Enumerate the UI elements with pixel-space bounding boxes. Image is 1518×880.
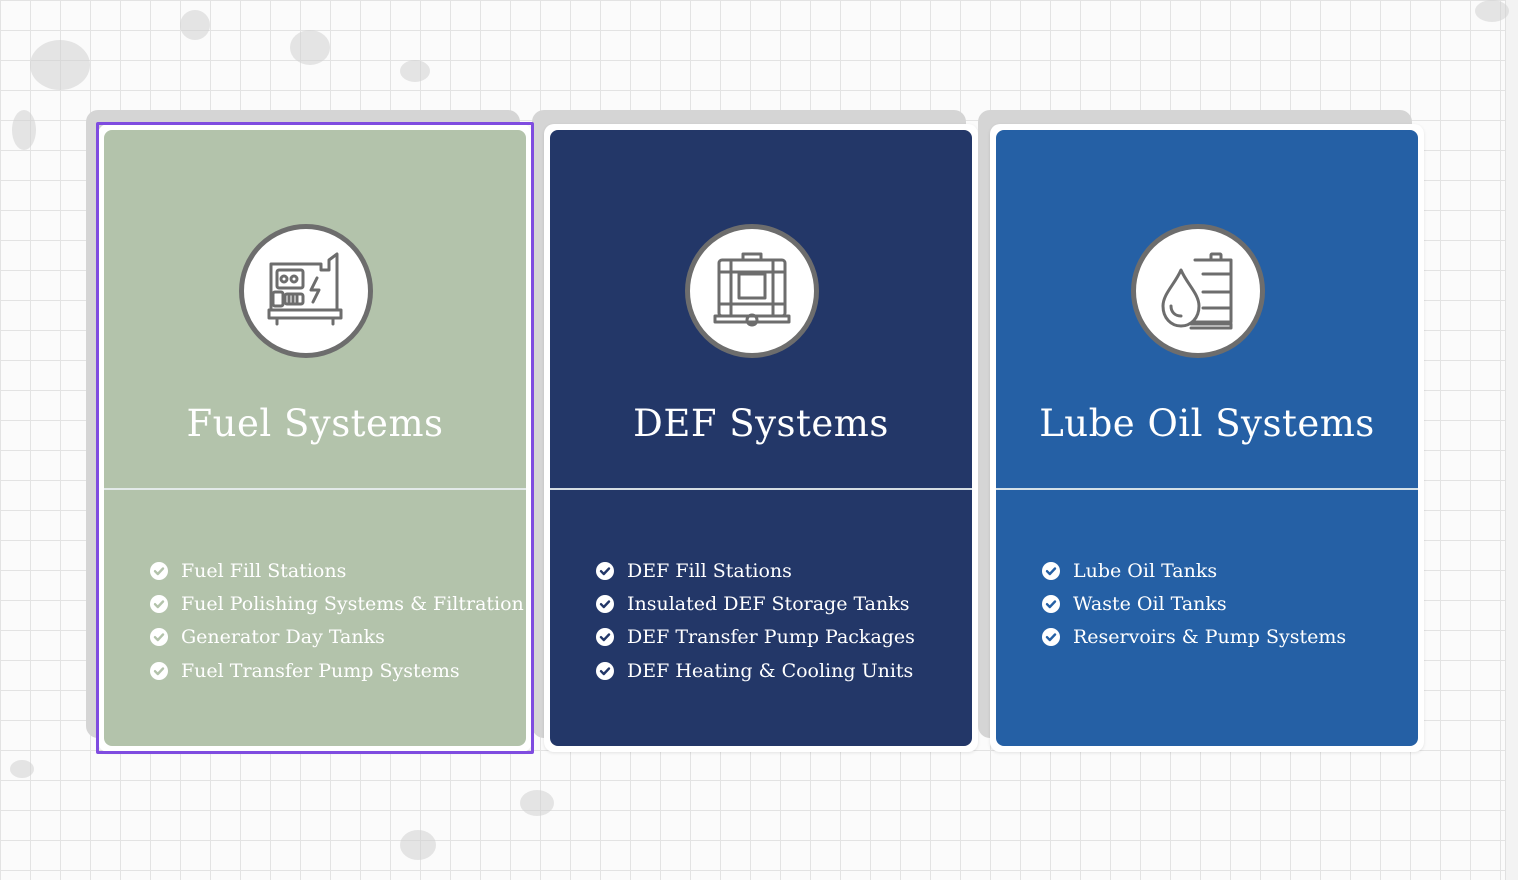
feature-list: DEF Fill Stations Insulated DEF Storage … xyxy=(596,554,915,687)
card-title: Lube Oil Systems xyxy=(1039,402,1375,445)
checkmark-icon xyxy=(596,594,614,613)
card-body: Lube Oil Systems Lube Oil Tanks Waste Oi… xyxy=(996,130,1418,746)
oil-barrel-drop-icon xyxy=(1131,224,1265,358)
background-splatter xyxy=(520,790,554,816)
checkmark-icon xyxy=(150,628,168,647)
list-item-label: Fuel Polishing Systems & Filtration xyxy=(181,592,524,615)
card-title: DEF Systems xyxy=(633,402,889,445)
list-item: Waste Oil Tanks xyxy=(1042,587,1346,620)
generator-icon xyxy=(239,224,373,358)
list-item-label: Reservoirs & Pump Systems xyxy=(1073,626,1347,649)
list-item-label: Lube Oil Tanks xyxy=(1073,559,1218,582)
checkmark-icon xyxy=(150,594,168,613)
service-card-def[interactable]: DEF Systems DEF Fill Stations Insulated … xyxy=(532,110,990,752)
list-item-label: Fuel Transfer Pump Systems xyxy=(181,659,460,682)
list-item: DEF Transfer Pump Packages xyxy=(596,621,915,654)
checkmark-icon xyxy=(1042,628,1060,647)
list-item-label: Generator Day Tanks xyxy=(181,626,385,649)
service-card-lube-oil[interactable]: Lube Oil Systems Lube Oil Tanks Waste Oi… xyxy=(978,110,1436,752)
background-splatter xyxy=(1475,0,1509,22)
background-splatter xyxy=(10,760,34,778)
feature-list: Fuel Fill Stations Fuel Polishing System… xyxy=(150,554,524,687)
background-splatter xyxy=(400,60,430,82)
card-body: Fuel Systems Fuel Fill Stations Fuel Pol… xyxy=(104,130,526,746)
background-splatter xyxy=(12,110,36,150)
background-splatter xyxy=(180,10,210,40)
card-divider xyxy=(996,488,1418,490)
checkmark-icon xyxy=(150,661,168,680)
list-item: Fuel Transfer Pump Systems xyxy=(150,654,524,687)
checkmark-icon xyxy=(1042,561,1060,580)
checkmark-icon xyxy=(150,561,168,580)
list-item-label: DEF Fill Stations xyxy=(627,559,792,582)
list-item: Fuel Fill Stations xyxy=(150,554,524,587)
page-edge xyxy=(1505,0,1518,880)
list-item-label: Insulated DEF Storage Tanks xyxy=(627,592,910,615)
checkmark-icon xyxy=(596,628,614,647)
checkmark-icon xyxy=(596,661,614,680)
feature-list: Lube Oil Tanks Waste Oil Tanks Reservoir… xyxy=(1042,554,1346,654)
service-card-fuel[interactable]: Fuel Systems Fuel Fill Stations Fuel Pol… xyxy=(86,110,544,752)
list-item-label: DEF Transfer Pump Packages xyxy=(627,626,915,649)
tote-tank-icon xyxy=(685,224,819,358)
list-item: Lube Oil Tanks xyxy=(1042,554,1346,587)
list-item: Insulated DEF Storage Tanks xyxy=(596,587,915,620)
card-title: Fuel Systems xyxy=(186,402,444,445)
background-splatter xyxy=(400,830,436,860)
card-divider xyxy=(104,488,526,490)
checkmark-icon xyxy=(596,561,614,580)
background-splatter xyxy=(290,30,330,65)
list-item: DEF Fill Stations xyxy=(596,554,915,587)
list-item-label: DEF Heating & Cooling Units xyxy=(627,659,914,682)
checkmark-icon xyxy=(1042,594,1060,613)
list-item: DEF Heating & Cooling Units xyxy=(596,654,915,687)
list-item: Generator Day Tanks xyxy=(150,621,524,654)
card-body: DEF Systems DEF Fill Stations Insulated … xyxy=(550,130,972,746)
list-item: Reservoirs & Pump Systems xyxy=(1042,621,1346,654)
background-splatter xyxy=(30,40,90,90)
list-item-label: Fuel Fill Stations xyxy=(181,559,347,582)
list-item: Fuel Polishing Systems & Filtration xyxy=(150,587,524,620)
list-item-label: Waste Oil Tanks xyxy=(1073,592,1227,615)
card-divider xyxy=(550,488,972,490)
